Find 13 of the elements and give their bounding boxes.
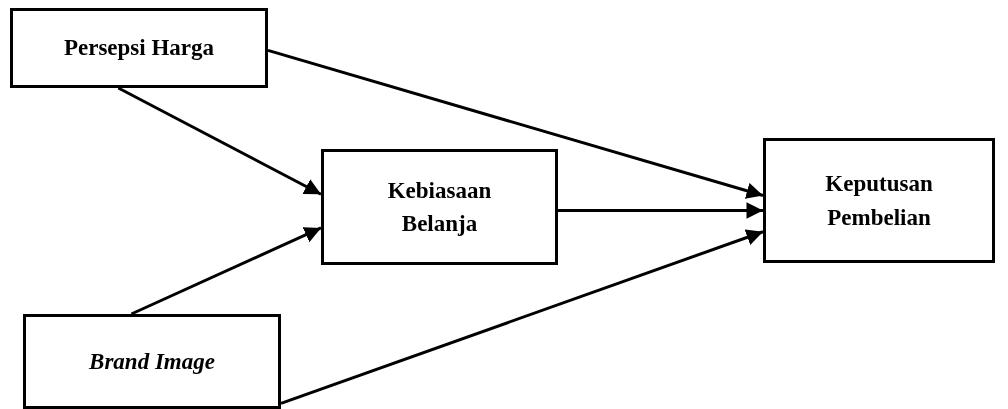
- arrow: [558, 202, 763, 219]
- variable-box: [763, 138, 995, 263]
- variable-label: Brand Image: [89, 347, 215, 376]
- variable-box: [10, 8, 268, 88]
- arrow: [117, 86, 322, 196]
- variable-box: [23, 314, 281, 409]
- variable-label: Persepsi Harga: [63, 34, 215, 63]
- arrow: [267, 48, 764, 199]
- variable-label: Keputusan Pembelian: [824, 170, 934, 232]
- arrow: [280, 229, 764, 405]
- variable-label: Kebiasaan Belanja: [386, 176, 493, 238]
- arrow: [130, 226, 322, 316]
- variable-box: [321, 149, 558, 265]
